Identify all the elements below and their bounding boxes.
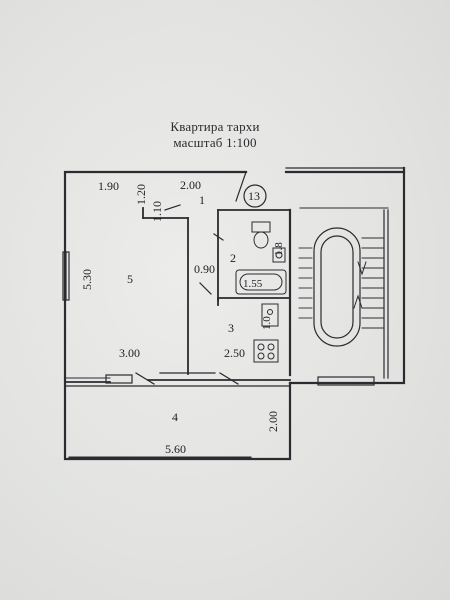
room-hall-number: 1 [199,193,205,207]
dim-room5-width: 3.00 [119,346,140,360]
dim-kitchen-small: 1.0 [261,316,273,330]
dim-bath-length: 1.55 [243,278,263,290]
dim-bath-width: 1.8 [273,242,285,256]
marker-number: 13 [248,189,260,203]
windows [62,251,375,460]
room-living-number: 5 [127,272,133,286]
door-swings [135,171,247,385]
dim-door-hall: 1.10 [150,201,164,222]
sink-fixture [272,247,286,263]
stove-fixture [253,339,279,363]
outer-walls [63,166,406,461]
dim-kitchen-width: 2.50 [224,346,245,360]
dim-balcony-depth: 2.00 [266,411,280,432]
stair-treads [298,237,384,329]
stairwell [299,207,389,379]
bathtub-fixture [235,269,287,295]
marker-circle [243,184,267,208]
dim-balcony-width: 5.60 [165,442,186,456]
dim-corridor-door: 0.90 [194,262,215,276]
room-kitchen-number: 3 [228,321,234,335]
room-bathroom-number: 2 [230,251,236,265]
interior-walls [64,207,291,383]
toilet-fixture [251,221,271,249]
room-balcony-number: 4 [172,410,178,424]
dim-top-left-width: 1.90 [98,179,119,193]
plan-scale: масштаб 1:100 [173,135,257,150]
dim-door-top: 1.20 [134,184,148,205]
dim-top-mid-width: 2.00 [180,178,201,192]
kitchen-sink-fixture [261,303,279,327]
stair-arrows [353,261,367,309]
plan-title: Квартира тархи [170,119,260,134]
dim-room5-height: 5.30 [80,269,94,290]
